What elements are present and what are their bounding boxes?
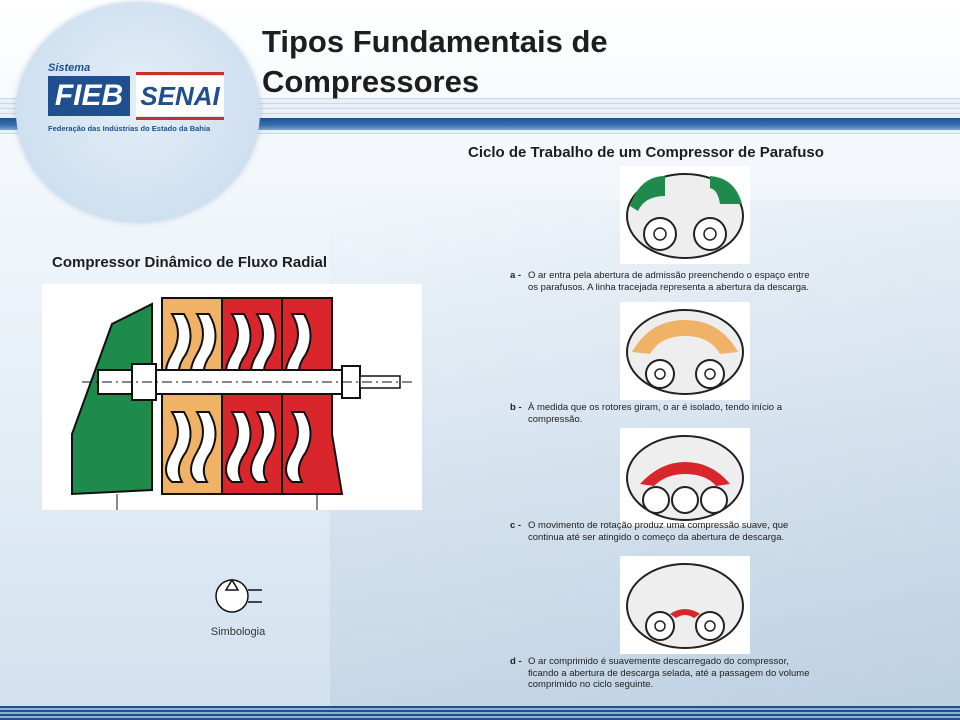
stage-c-letter: c - <box>510 520 522 531</box>
screw-stage-c-image <box>620 428 750 526</box>
screw-stage-c-drawing <box>626 435 744 521</box>
logo-sistema-text: Sistema <box>48 62 91 74</box>
screw-stage-d-image <box>620 556 750 654</box>
stage-b-text: À medida que os rotores giram, o ar é is… <box>528 402 783 425</box>
radial-compressor-diagram <box>42 284 422 510</box>
screw-stage-d-drawing <box>626 563 744 649</box>
radial-compressor-drawing <box>42 284 422 510</box>
screw-stage-b-image <box>620 302 750 400</box>
screw-stage-b-description: b - À medida que os rotores giram, o ar … <box>510 402 820 425</box>
footer-band <box>0 706 960 720</box>
logo-fieb-text: FIEB <box>48 76 130 116</box>
radial-compressor-title: Compressor Dinâmico de Fluxo Radial <box>52 254 328 271</box>
stage-b-letter: b - <box>510 402 522 413</box>
slide-title-line2: Compressores <box>262 64 480 99</box>
screw-stage-c-description: c - O movimento de rotação produz uma co… <box>510 520 820 543</box>
screw-compressor-title: Ciclo de Trabalho de um Compressor de Pa… <box>468 144 824 161</box>
slide-title-line1: Tipos Fundamentais de <box>262 24 608 59</box>
compressor-symbol-drawing <box>215 578 262 613</box>
screw-stage-a-image <box>620 166 750 264</box>
screw-stage-d-description: d - O ar comprimido é suavemente descarr… <box>510 656 820 691</box>
compressor-symbol <box>210 576 270 616</box>
logo-senai-text: SENAI <box>136 72 224 120</box>
screw-stage-a-description: a - O ar entra pela abertura de admissão… <box>510 270 820 293</box>
screw-stage-a-drawing <box>626 173 744 259</box>
stage-c-text: O movimento de rotação produz uma compre… <box>528 520 789 543</box>
symbol-label: Simbologia <box>210 626 266 638</box>
slide-title: Tipos Fundamentais de Compressores <box>262 22 722 112</box>
stage-d-text: O ar comprimido é suavemente descarregad… <box>528 656 810 690</box>
stage-d-letter: d - <box>510 656 522 667</box>
screw-stage-b-drawing <box>626 309 744 395</box>
stage-a-text: O ar entra pela abertura de admissão pre… <box>528 270 810 293</box>
fieb-senai-logo: Sistema FIEB SENAI Federação das Indústr… <box>48 62 224 136</box>
logo-federacao-text: Federação das Indústrias do Estado da Ba… <box>48 124 211 133</box>
stage-a-letter: a - <box>510 270 522 281</box>
